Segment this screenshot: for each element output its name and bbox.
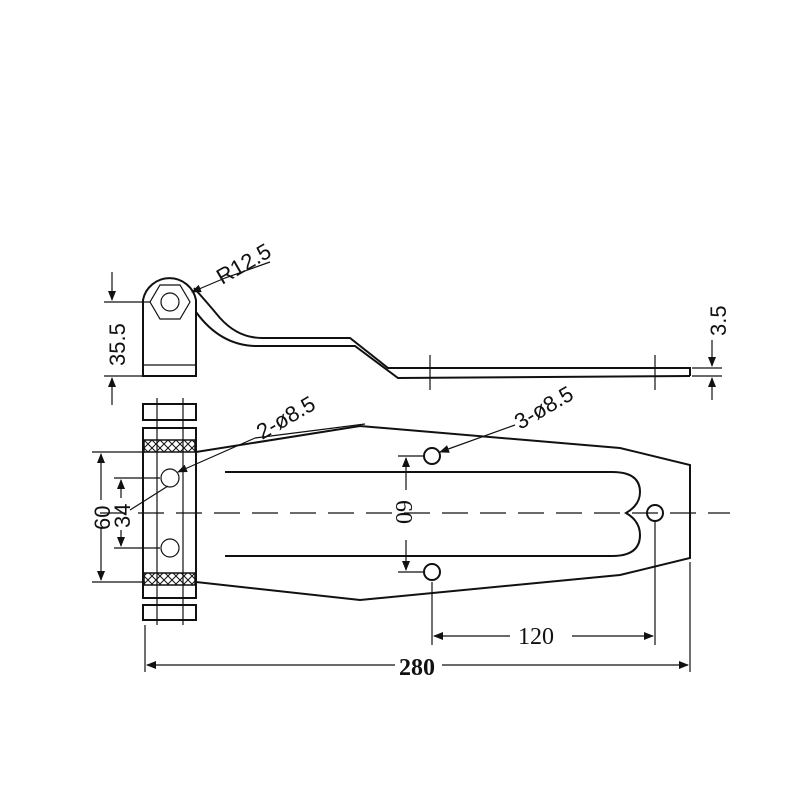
knuckle-top-cap	[142, 403, 197, 421]
knuckle-height-label: 35.5	[105, 323, 130, 366]
overall-length-label: 280	[399, 655, 435, 681]
side-view: R12.5 35.5 3.5	[104, 238, 731, 405]
knuckle-side	[142, 277, 197, 377]
radius-label: R12.5	[212, 238, 275, 289]
leader-line	[439, 424, 516, 453]
gasket-hatch	[143, 439, 196, 453]
leaf-hole	[423, 447, 441, 465]
leaf-thickness-label: 3.5	[706, 305, 731, 336]
leaf-hole	[423, 563, 441, 581]
radius-leader	[191, 261, 271, 293]
leaf-side-upper	[193, 287, 691, 376]
gasket-hatch	[143, 572, 196, 586]
knuckle-bottom-cap	[142, 604, 197, 621]
top-view: 60 34 2-ø8.5 3-ø8.5 60 120 280	[90, 381, 730, 681]
leaf-slot	[225, 471, 642, 557]
knuckle-body	[142, 427, 197, 599]
hole-offset-label: 120	[518, 624, 554, 650]
leaf-hole	[646, 504, 664, 522]
leader-line	[129, 485, 169, 511]
hole-spacing-label: 34	[110, 504, 135, 528]
overall-width-label: 60	[90, 506, 115, 530]
knuckle-hole	[160, 538, 180, 558]
leader-line	[177, 437, 256, 473]
leader-line	[254, 423, 366, 439]
pin-circle	[160, 292, 180, 312]
leaf-hole-spacing-label: 60	[390, 500, 416, 524]
hex-nut-icon	[149, 284, 191, 320]
leaf-holes-label: 3-ø8.5	[510, 381, 578, 434]
knuckle-holes-label: 2-ø8.5	[252, 391, 320, 444]
leaf-side-lower	[195, 311, 691, 380]
knuckle-hole	[160, 468, 180, 488]
leaf-outline	[195, 424, 691, 602]
